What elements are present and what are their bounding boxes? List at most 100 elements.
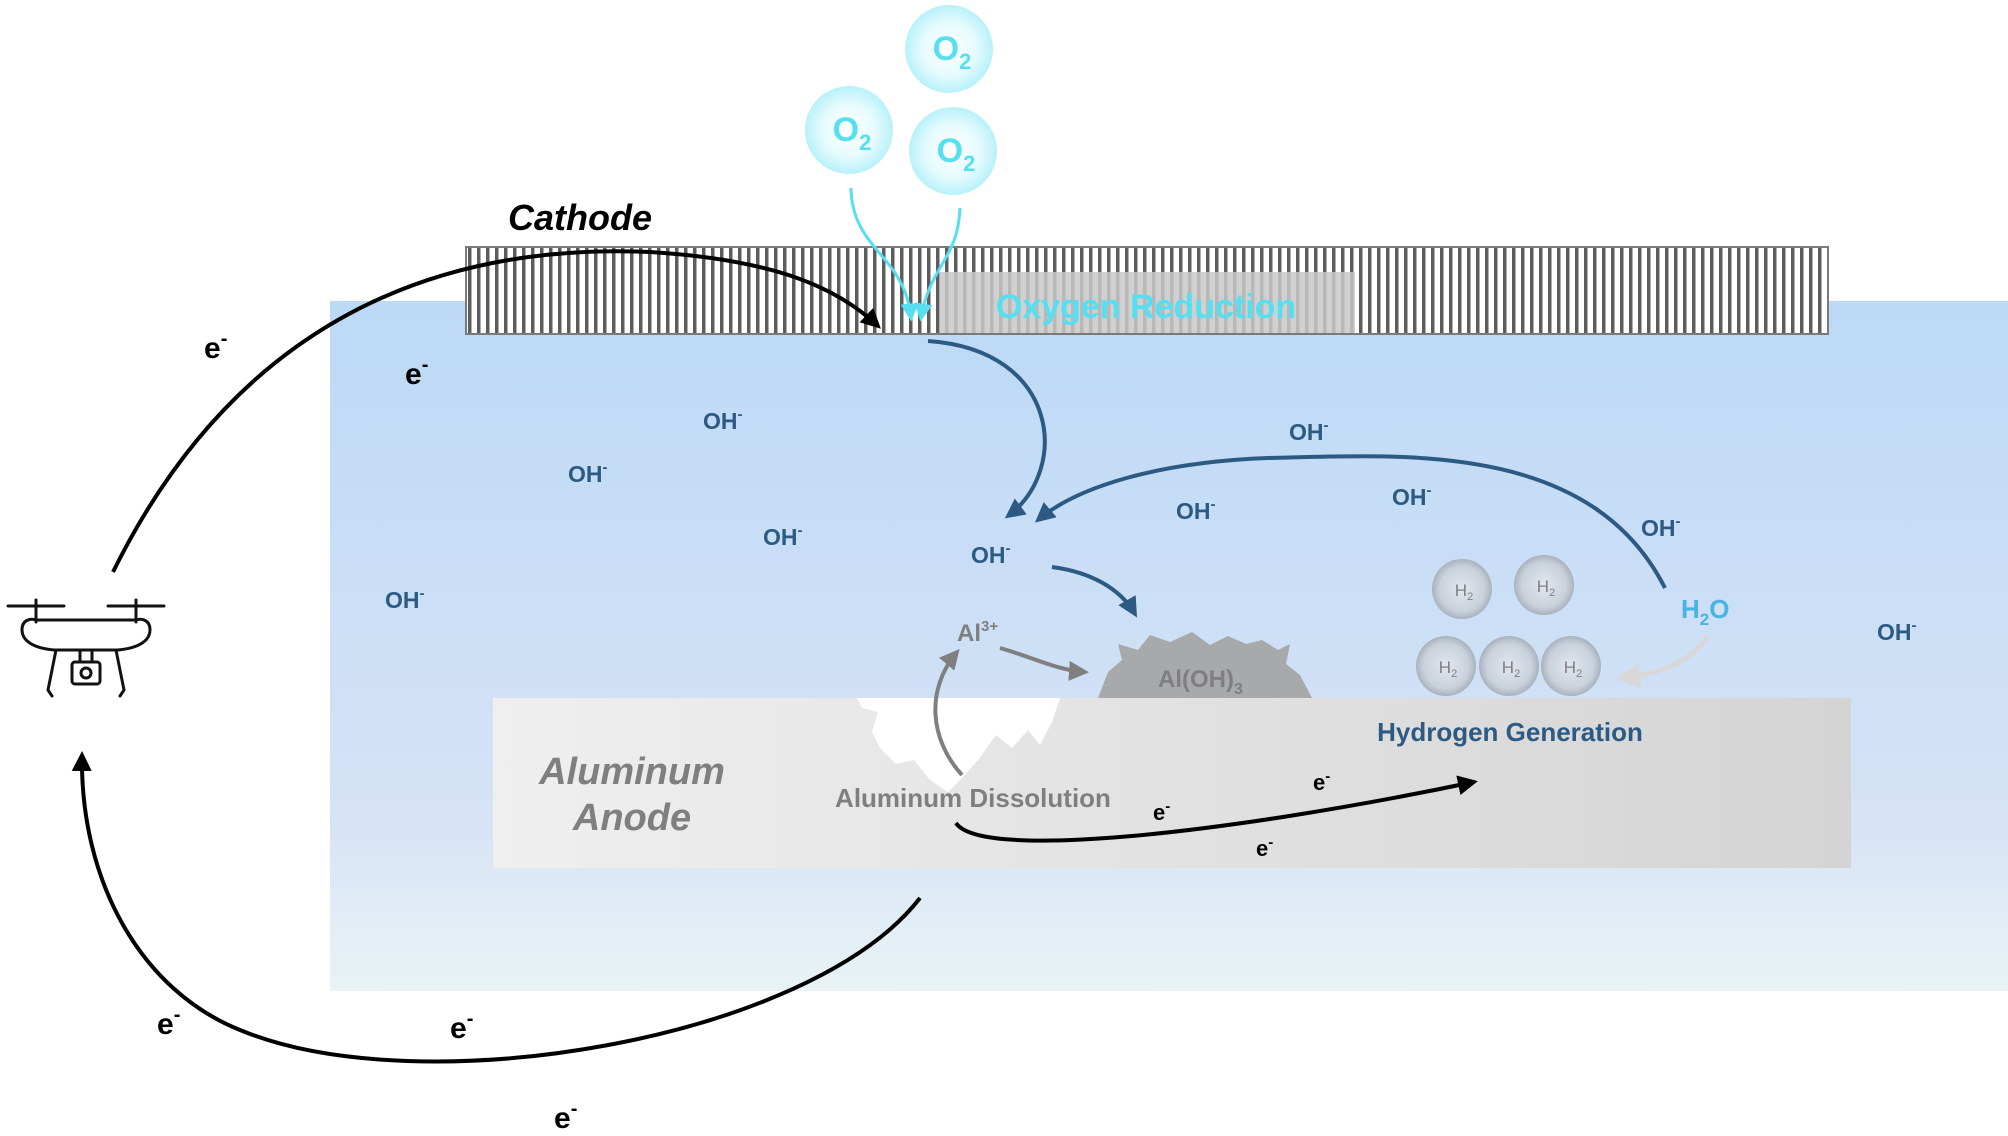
e-sup: - [422,354,429,376]
aluminum-ion-to-deposit-arrow [999,646,1089,681]
e-base: e [1256,836,1268,861]
svg-text:O2: O2 [933,30,972,74]
svg-text:H2: H2 [1502,658,1520,680]
oh-sup: - [420,585,425,602]
aluminum-hydroxide-label: Al(OH)3 [1158,666,1243,698]
oxygen-molecule: O2 [909,107,997,195]
oxygen-reduction-label: Oxygen Reduction [996,288,1296,326]
aloh-sub: 3 [1234,681,1243,698]
al-base: Al [957,620,981,647]
e-base: e [450,1012,467,1045]
e-sup: - [1325,768,1330,785]
h2-sub: 2 [1576,668,1582,680]
hydroxide-to-deposit-arrow [1051,565,1138,618]
oh-sup: - [1211,496,1216,513]
oh-base: OH [1392,484,1427,510]
electron-flow-to-cathode-arrow [111,249,881,573]
aloh-base: Al(OH) [1158,666,1234,693]
hydroxide-ion-label: OH- [971,540,1011,568]
oxygen-molecule: O2 [805,86,893,174]
oh-base: OH [385,587,420,613]
oxygen-diffusion-arrow [849,187,919,322]
hydroxide-ion-label: OH- [1176,496,1216,524]
al-sup: 3+ [981,618,998,635]
oh-sup: - [798,522,803,539]
aluminum-ion-label: Al3+ [957,618,998,647]
e-base: e [554,1102,571,1135]
h2-sub: 2 [1451,668,1457,680]
h2-base: H [1537,577,1549,596]
hydrogen-molecule: H2 [1416,636,1476,696]
dissolution-pit [857,698,1060,792]
aluminum-hydroxide-deposit [1098,632,1312,698]
aluminum-dissolution-label: Aluminum Dissolution [835,783,1111,813]
svg-text:H2: H2 [1439,658,1457,680]
h2-sub: 2 [1514,668,1520,680]
oh-sup: - [1676,513,1681,530]
oh-base: OH [703,408,738,434]
e-base: e [405,358,422,391]
electron-label: e- [554,1098,577,1135]
svg-text:O2: O2 [833,111,872,155]
e-sup: - [221,328,228,350]
oh-base: OH [1877,619,1912,645]
aluminum-ion-rise-arrow [933,648,964,777]
hydroxide-ion-label: OH- [1289,417,1329,445]
hydroxide-ion-label: OH- [1641,513,1681,541]
e-sup: - [174,1004,181,1026]
o2-base: O [937,132,963,170]
e-sup: - [571,1098,578,1120]
svg-text:H2: H2 [1564,658,1582,680]
e-sup: - [1165,798,1170,815]
anode-label-line1: Aluminum [538,751,725,793]
oh-base: OH [763,524,798,550]
oxygen-diffusion-arrow [914,207,962,322]
svg-text:H2: H2 [1537,577,1555,599]
h2o-sub: 2 [1700,610,1709,629]
hydroxide-ion-label: OH- [1877,617,1917,645]
hydroxide-ion-label: OH- [568,459,608,487]
e-base: e [204,332,221,365]
h2-base: H [1455,581,1467,600]
hydroxide-return-arrow [1034,454,1667,589]
svg-text:H2: H2 [1455,581,1473,603]
h2-sub: 2 [1467,591,1473,603]
svg-text:O2: O2 [937,132,976,176]
electron-label: e- [405,354,428,391]
electron-label: e- [1153,798,1170,825]
oh-sup: - [1427,482,1432,499]
oh-base: OH [568,461,603,487]
oh-base: OH [1289,419,1324,445]
oh-sup: - [1324,417,1329,434]
e-base: e [1313,770,1325,795]
oh-sup: - [1006,540,1011,557]
h2-base: H [1564,658,1576,677]
hydroxide-ion-label: OH- [763,522,803,550]
oh-base: OH [1176,498,1211,524]
hydroxide-ion-label: OH- [1392,482,1432,510]
o2-sub: 2 [959,49,971,74]
electron-flow-to-drone-arrow [71,751,922,1064]
hydroxide-from-cathode-arrow [927,339,1047,519]
hydrogen-molecule: H2 [1479,636,1539,696]
hydroxide-ion-label: OH- [385,585,425,613]
aluminum-anode [493,698,1851,868]
o2-base: O [833,111,859,149]
e-sup: - [1268,834,1273,851]
electron-label: e- [204,328,227,365]
oh-base: OH [1641,515,1676,541]
water-to-hydrogen-arrow [1615,635,1710,689]
o2-base: O [933,30,959,68]
h2o-base: H [1681,594,1700,624]
anode-label-line2: Anode [572,797,691,839]
electron-flow-within-anode-arrow [954,775,1478,843]
oxygen-reduction-zone [940,272,1355,333]
hydrogen-molecule: H2 [1514,555,1574,615]
electron-label: e- [157,1004,180,1041]
oh-sup: - [738,406,743,423]
oh-sup: - [603,459,608,476]
e-base: e [157,1008,174,1041]
hydrogen-molecule: H2 [1541,636,1601,696]
